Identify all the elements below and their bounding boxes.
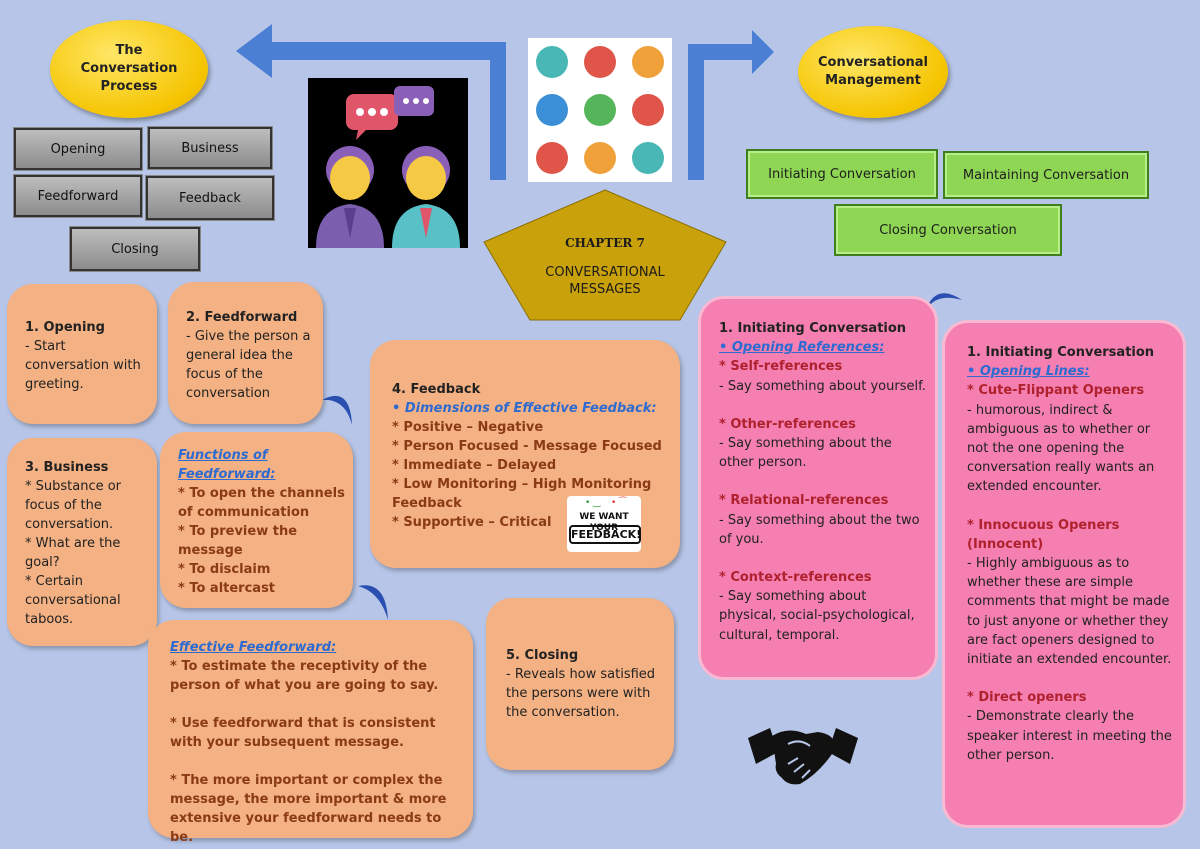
coffee-icon [632,94,664,126]
right-arrow-shaft-vertical [688,48,704,180]
smartphone-icon [536,142,568,174]
left-arrow-head [236,24,272,78]
maintaining-conversation-button[interactable]: Maintaining Conversation [943,151,1149,199]
initiating-conversation-button[interactable]: Initiating Conversation [746,149,938,199]
closing-button[interactable]: Closing [69,226,201,272]
curl-connector-1 [322,395,352,425]
feedback-button[interactable]: Feedback [145,175,275,221]
smile-icon: • ‿ [585,498,601,508]
opening-card: 1. Opening - Start conversation with gre… [7,284,157,424]
money-icon [584,94,616,126]
effective-feedforward-card: Effective Feedforward: * To estimate the… [148,620,473,845]
functions-feedforward-card: Functions of Feedforward: * To open the … [160,432,353,608]
tablet-icon [632,142,664,174]
handshake-icon [748,728,858,785]
feedback-badge: • ‿ • ⁀ WE WANT YOUR FEEDBACK! [567,496,641,552]
business-card: 3. Business * Substance or focus of the … [7,438,157,646]
right-arrow-shaft-horizontal [688,44,754,60]
left-arrow-shaft-horizontal [270,42,506,60]
right-arrow-head [752,30,774,74]
conversation-people-image [308,78,468,248]
chapter-title: CHAPTER 7 CONVERSATIONAL MESSAGES [545,236,665,297]
closing-card: 5. Closing - Reveals how satisfied the p… [486,598,674,770]
frown-icon: • ⁀ [611,498,627,508]
opening-lines-card: 1. Initiating Conversation • Opening Lin… [942,320,1186,828]
feedforward-card: 2. Feedforward - Give the person a gener… [168,282,323,424]
left-arrow-shaft-vertical [490,58,506,180]
chapter-pentagon [483,189,727,321]
opening-references-card: 1. Initiating Conversation • Opening Ref… [698,296,938,680]
handshake-icon [536,46,568,78]
bar-chart-icon [632,46,664,78]
closing-conversation-button[interactable]: Closing Conversation [834,204,1062,256]
monitor-icon [536,94,568,126]
curl-connector-2 [358,585,388,620]
opening-button[interactable]: Opening [13,127,143,171]
curl-connector-3 [925,293,962,312]
briefcase-icon [584,142,616,174]
feedforward-button[interactable]: Feedforward [13,174,143,218]
business-icons-grid [528,38,672,182]
lightbulb-icon [584,46,616,78]
business-button[interactable]: Business [147,126,273,170]
people-chat-icon [316,86,460,248]
